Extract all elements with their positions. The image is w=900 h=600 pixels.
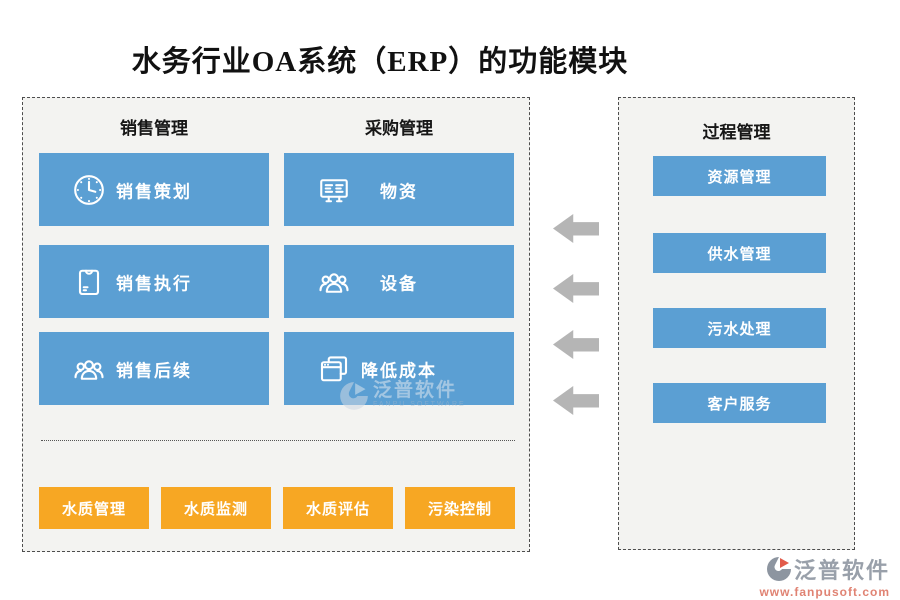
button-water-supply-management[interactable]: 供水管理 xyxy=(653,233,826,273)
button-sewage-treatment[interactable]: 污水处理 xyxy=(653,308,826,348)
module-label: 销售执行 xyxy=(116,274,192,293)
clock-icon xyxy=(71,172,107,208)
right-panel: 过程管理 资源管理 供水管理 污水处理 客户服务 xyxy=(618,97,855,550)
separator-dotted-line xyxy=(41,440,515,441)
module-label: 物资 xyxy=(380,182,418,201)
left-panel: 销售管理 采购管理 销售策划 销售执行 xyxy=(22,97,530,552)
arrow-left-icon xyxy=(553,274,599,303)
users-icon xyxy=(71,351,107,387)
notice-board-icon xyxy=(316,172,352,208)
users-icon xyxy=(316,264,352,300)
module-materials[interactable]: 物资 xyxy=(284,153,514,226)
column-header-sales: 销售管理 xyxy=(120,119,188,138)
arrow-left-icon xyxy=(553,214,599,243)
module-cost-reduction[interactable]: 降低成本 xyxy=(284,332,514,405)
column-header-procurement: 采购管理 xyxy=(365,119,433,138)
module-label: 销售策划 xyxy=(116,182,192,201)
module-equipment[interactable]: 设备 xyxy=(284,245,514,318)
module-label: 降低成本 xyxy=(361,361,437,380)
column-header-process: 过程管理 xyxy=(702,123,771,142)
button-water-quality-assessment[interactable]: 水质评估 xyxy=(283,487,393,529)
page-title: 水务行业OA系统（ERP）的功能模块 xyxy=(131,46,629,78)
brand-name: 泛普软件 xyxy=(793,558,890,583)
button-resource-management[interactable]: 资源管理 xyxy=(653,156,826,196)
module-sales-planning[interactable]: 销售策划 xyxy=(39,153,269,226)
envelope-icon xyxy=(71,264,107,300)
arrow-left-icon xyxy=(553,386,599,415)
arrow-left-icon xyxy=(553,330,599,359)
fanpu-logo-icon xyxy=(766,556,792,582)
button-customer-service[interactable]: 客户服务 xyxy=(653,383,826,423)
button-water-quality-monitoring[interactable]: 水质监测 xyxy=(161,487,271,529)
button-pollution-control[interactable]: 污染控制 xyxy=(405,487,515,529)
stacked-windows-icon xyxy=(316,351,352,387)
module-sales-execution[interactable]: 销售执行 xyxy=(39,245,269,318)
module-sales-followup[interactable]: 销售后续 xyxy=(39,332,269,405)
button-water-quality-management[interactable]: 水质管理 xyxy=(39,487,149,529)
brand-footer: 泛普软件 www.fanpusoft.com xyxy=(690,553,890,599)
module-label: 销售后续 xyxy=(116,361,192,380)
module-label: 设备 xyxy=(380,274,418,293)
brand-url[interactable]: www.fanpusoft.com xyxy=(759,585,890,599)
